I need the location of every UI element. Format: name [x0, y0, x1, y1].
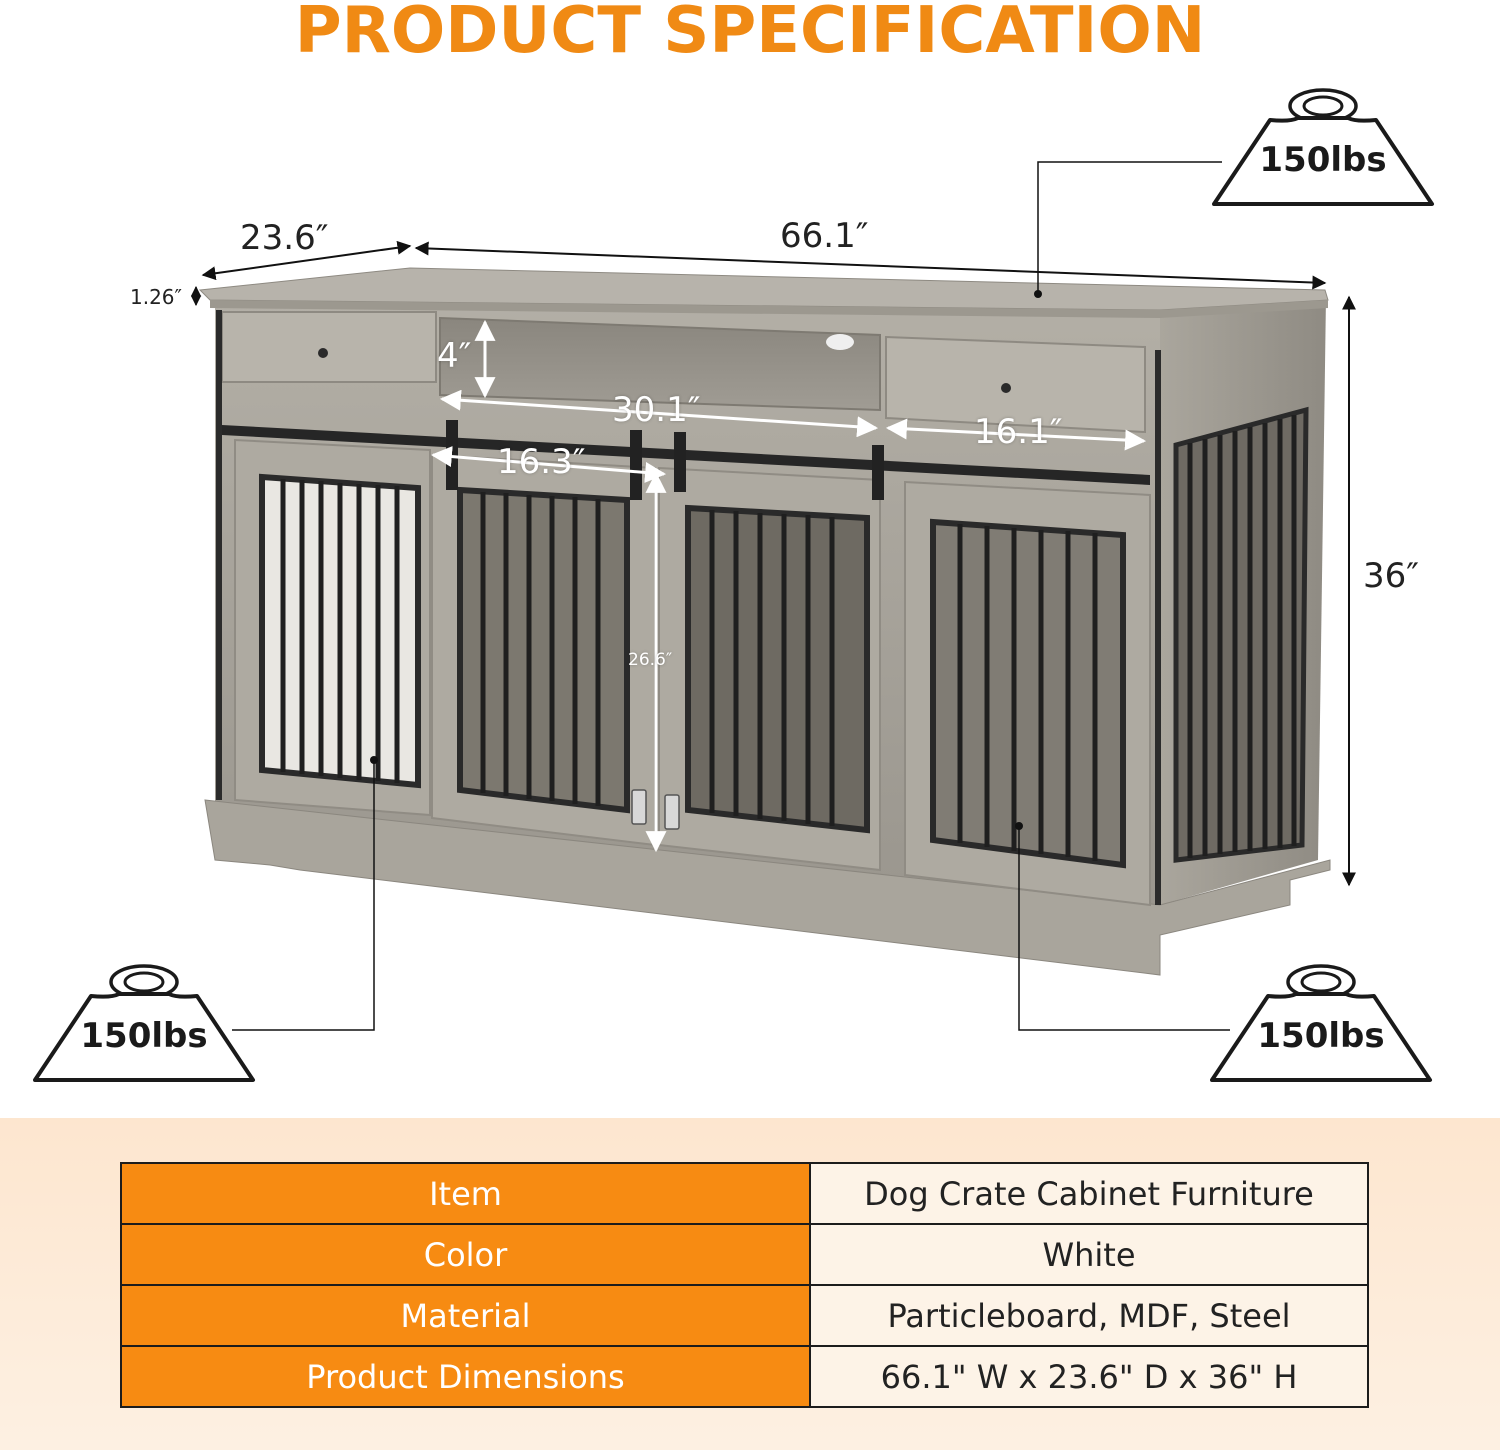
table-row: Product Dimensions 66.1" W x 23.6" D x 3… [120, 1345, 1369, 1408]
spec-label-material: Material [120, 1284, 811, 1347]
shelf-width-label: 30.1″ [612, 390, 701, 430]
left-drawer [221, 311, 437, 383]
weight-icon [1212, 88, 1434, 206]
door-width-label: 16.3″ [497, 442, 586, 482]
left-weight-value: 150lbs [80, 1016, 208, 1056]
spec-label-color: Color [120, 1223, 811, 1286]
left-weight-leader [232, 760, 375, 1031]
table-row: Color White [120, 1223, 1369, 1286]
right-weight-leader [1018, 826, 1230, 1031]
spec-value-material: Particleboard, MDF, Steel [809, 1284, 1369, 1347]
right-weight-value: 150lbs [1257, 1016, 1385, 1056]
spec-value-dimensions: 66.1" W x 23.6" D x 36" H [809, 1345, 1369, 1408]
width-label: 66.1″ [780, 216, 869, 256]
top-weight-leader [1037, 161, 1222, 294]
right-weight-badge: 150lbs [1208, 958, 1434, 1088]
top-thickness-label: 1.26″ [130, 285, 183, 309]
spec-table: Item Dog Crate Cabinet Furniture Color W… [120, 1162, 1369, 1408]
depth-label: 23.6″ [240, 218, 329, 258]
product-illustration [190, 161, 1356, 1031]
left-weight-badge: 150lbs [31, 958, 257, 1088]
door-height-label: 26.6″ [628, 650, 673, 670]
spec-value-color: White [809, 1223, 1369, 1286]
table-row: Item Dog Crate Cabinet Furniture [120, 1162, 1369, 1225]
cabinet-base [204, 799, 1331, 976]
side-cage-frame [1173, 406, 1309, 863]
weight-icon [1210, 964, 1432, 1082]
drawer-width-label: 16.1″ [974, 412, 1063, 452]
spec-value-item: Dog Crate Cabinet Furniture [809, 1162, 1369, 1225]
page-title: PRODUCT SPECIFICATION [294, 0, 1206, 68]
table-row: Material Particleboard, MDF, Steel [120, 1284, 1369, 1347]
open-shelf [439, 316, 881, 412]
top-weight-value: 150lbs [1259, 140, 1387, 180]
height-label: 36″ [1363, 556, 1419, 596]
spec-label-item: Item [120, 1162, 811, 1225]
shelf-height-label: 4″ [437, 336, 472, 376]
weight-icon [33, 964, 255, 1082]
top-weight-badge: 150lbs [1210, 82, 1436, 212]
spec-label-dimensions: Product Dimensions [120, 1345, 811, 1408]
